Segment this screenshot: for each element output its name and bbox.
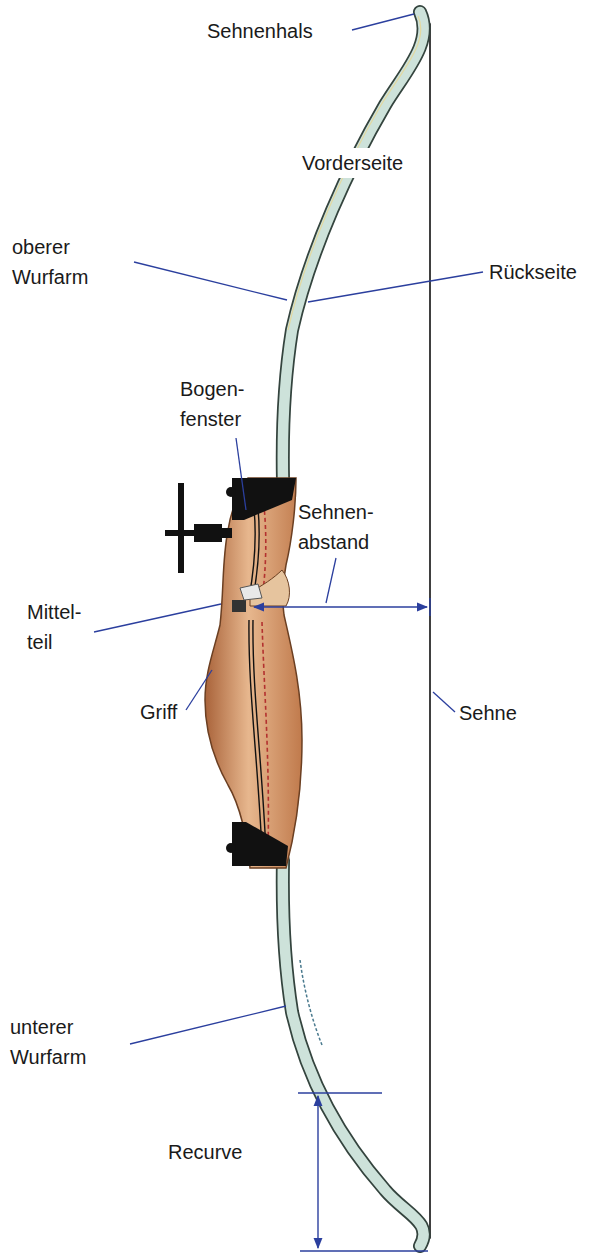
part-label: Sehnen- abstand — [296, 497, 376, 557]
part-label: Recurve — [166, 1137, 244, 1167]
upper-limb — [283, 12, 424, 480]
part-label: Rückseite — [487, 257, 579, 287]
dimension-line — [254, 598, 430, 616]
part-label: Vorderseite — [300, 148, 405, 178]
dimension-line — [298, 1093, 428, 1251]
part-label: Sehne — [457, 698, 519, 728]
part-label: oberer Wurfarm — [10, 232, 90, 292]
sight — [165, 483, 232, 573]
arrow-rest — [240, 584, 262, 600]
bow-string — [421, 14, 430, 1246]
leader-line — [94, 14, 483, 1044]
limb-pocket — [226, 478, 296, 866]
lower-limb — [283, 860, 424, 1246]
part-label: Sehnenhals — [205, 16, 315, 46]
part-label: Griff — [138, 697, 179, 727]
part-label: Bogen- fenster — [178, 374, 247, 434]
part-label: unterer Wurfarm — [8, 1012, 88, 1072]
part-label: Mittel- teil — [25, 597, 83, 657]
